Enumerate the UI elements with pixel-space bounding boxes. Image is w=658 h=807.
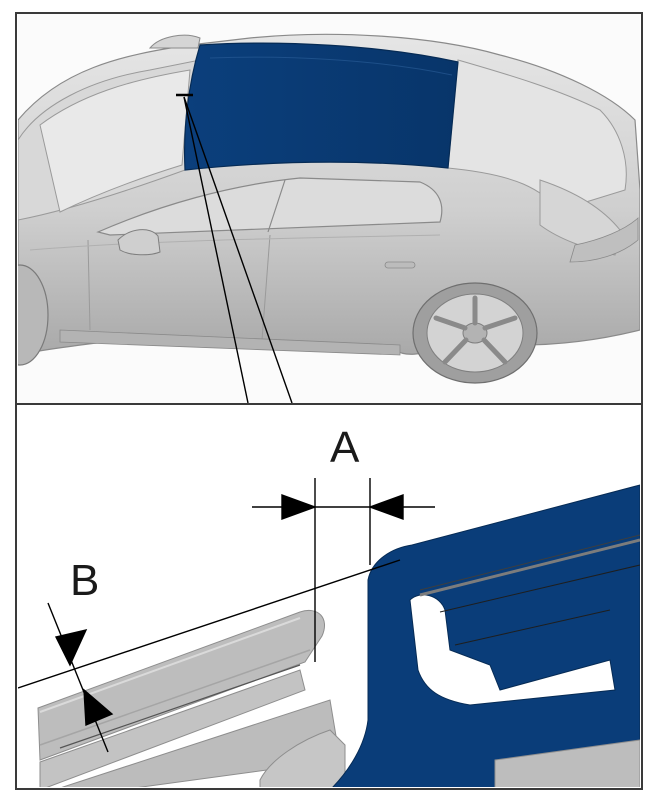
side-mirror xyxy=(117,229,161,256)
dimension-a-label: A xyxy=(330,423,360,472)
body-seal-profile xyxy=(37,610,346,787)
dimension-b-label: B xyxy=(70,556,99,605)
front-wheel xyxy=(18,264,49,366)
section-detail-panel: A B xyxy=(18,405,640,787)
detail-leader-lines xyxy=(183,96,293,404)
rear-wheel xyxy=(412,282,538,384)
glass-roof xyxy=(183,42,459,171)
glass-roof-section xyxy=(332,484,640,787)
dimension-b xyxy=(47,602,114,753)
rear-glass xyxy=(447,59,627,211)
surface-reference-line xyxy=(18,559,401,689)
vehicle-overview-panel xyxy=(18,14,640,404)
dimension-a xyxy=(252,478,435,662)
side-windows xyxy=(96,177,443,236)
